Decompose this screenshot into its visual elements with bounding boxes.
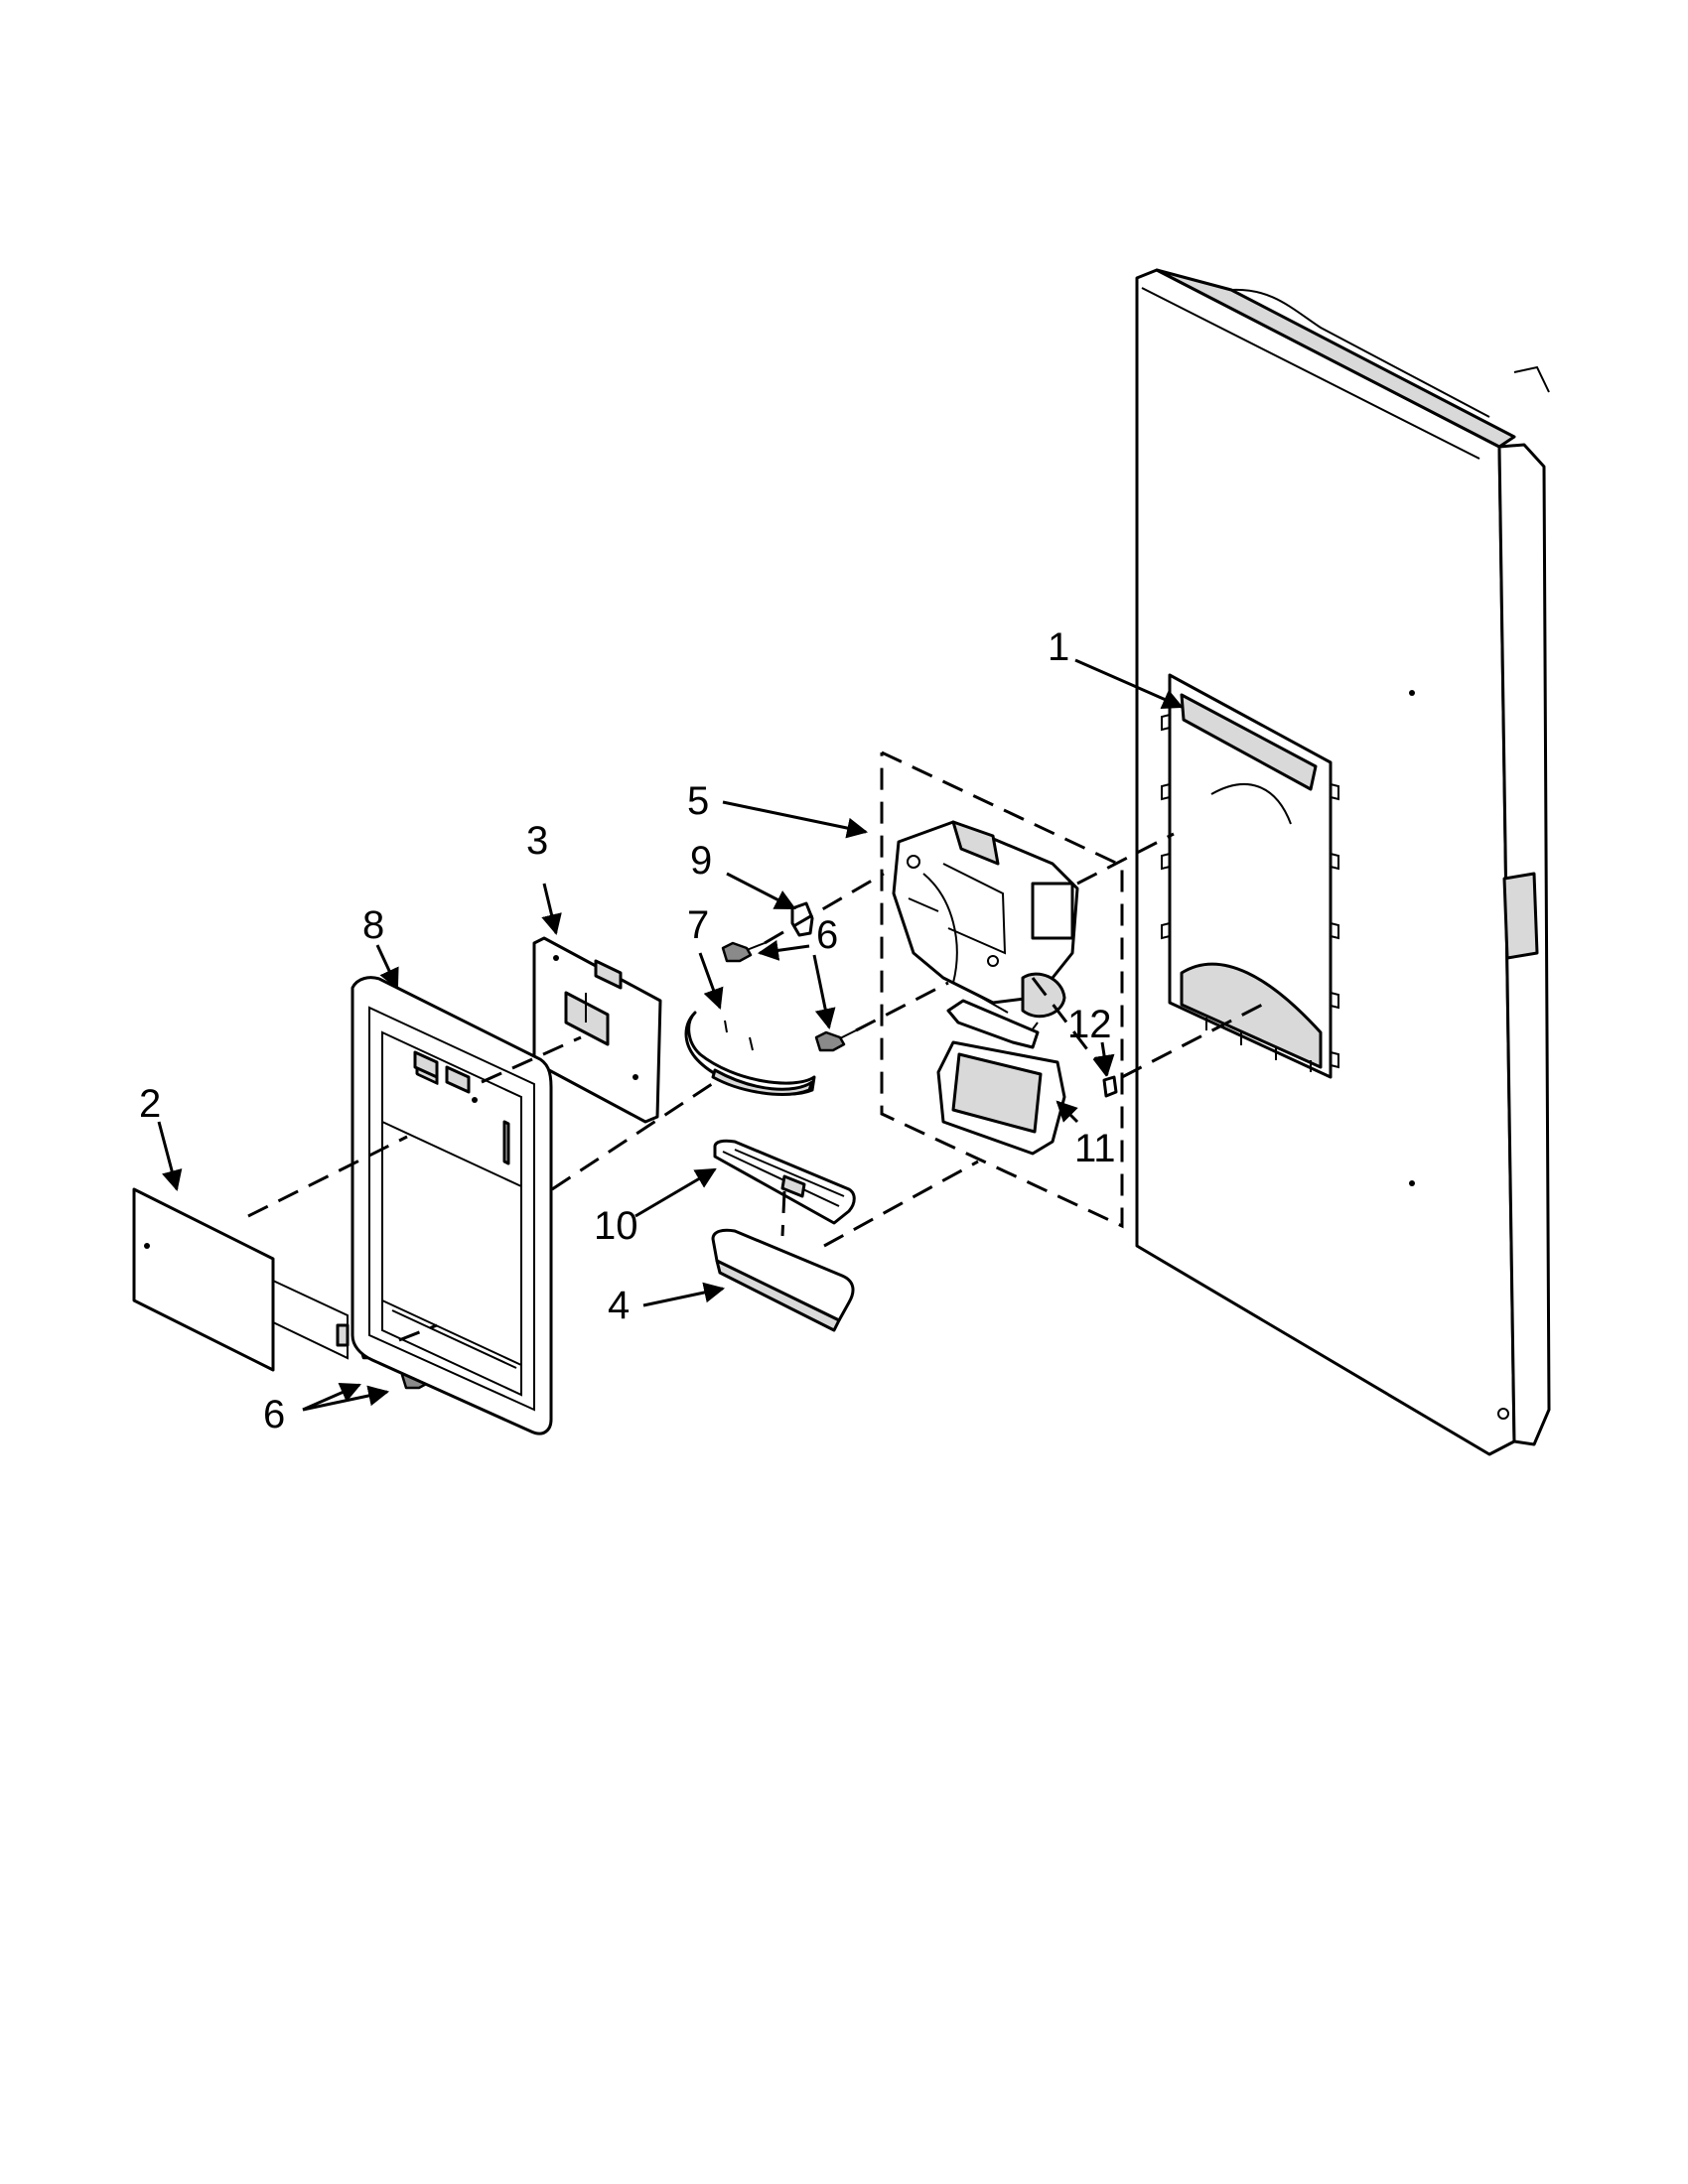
callout-5: 5 <box>687 779 709 823</box>
callout-4: 4 <box>608 1284 630 1327</box>
part-6-screw-middle <box>814 1029 857 1052</box>
part-7-bezel <box>684 1011 816 1096</box>
part-11-dispenser-paddle <box>936 999 1066 1156</box>
callout-2: 2 <box>139 1082 161 1126</box>
callout-3: 3 <box>526 819 548 863</box>
part-3-control-board <box>532 936 662 1124</box>
part-8-dispenser-front <box>351 976 553 1435</box>
part-6-screw-top <box>721 941 766 963</box>
door-dispenser-opening <box>1161 673 1339 1079</box>
part-10-drip-grille <box>713 1139 856 1225</box>
callout-8: 8 <box>362 903 384 947</box>
part-9-lever <box>790 901 814 937</box>
assembly-5-outline <box>880 751 1124 1229</box>
callout-9: 9 <box>690 839 712 883</box>
callout-6-middle: 6 <box>816 913 838 957</box>
part-5-dispenser-motor-assembly <box>892 820 1079 1019</box>
callout-12: 12 <box>1067 1003 1112 1046</box>
leader-arrows <box>157 658 1184 1412</box>
callout-1: 1 <box>1048 625 1069 669</box>
callout-7: 7 <box>687 903 709 947</box>
callout-10: 10 <box>594 1204 638 1248</box>
part-4-drip-tray <box>711 1228 855 1332</box>
callout-11: 11 <box>1074 1127 1116 1170</box>
part-12-clip <box>1102 1075 1118 1098</box>
callout-6-bottom: 6 <box>263 1393 285 1436</box>
part-2-cover-plate <box>132 1187 350 1372</box>
callout-labels: 1 5 9 3 8 7 6 12 11 2 10 4 6 <box>139 625 1116 1436</box>
